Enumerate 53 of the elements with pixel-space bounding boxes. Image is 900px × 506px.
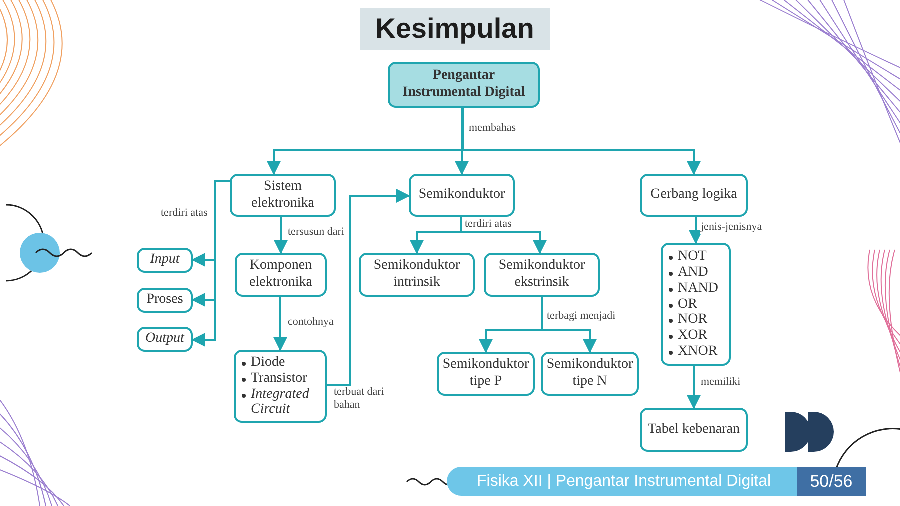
node-label: Semikonduktor ekstrinsik [498, 258, 586, 292]
arrow [455, 108, 469, 176]
list-item: Integrated Circuit [251, 386, 310, 418]
edge-label: terbagi menjadi [546, 310, 617, 324]
concept-box [640, 174, 748, 217]
list-item: Transistor [251, 370, 308, 386]
concept-box [640, 408, 748, 452]
arrow [327, 189, 410, 386]
node-label: Gerbang logika [650, 187, 738, 204]
list-item: NOT [678, 248, 707, 265]
list-box [234, 350, 327, 423]
node-label: Sistem elektronika [250, 178, 316, 212]
concept-box [409, 174, 515, 217]
page-number: 50/56 [797, 467, 866, 496]
concept-box [137, 327, 193, 352]
node-label: Output [146, 331, 184, 348]
concept-box [359, 253, 475, 297]
node-label: Pengantar Instrumental Digital [402, 68, 526, 102]
list-item: OR [678, 296, 698, 312]
concept-box [137, 248, 193, 273]
arrow [687, 366, 701, 410]
node-label: Semikonduktor [418, 187, 506, 204]
node-label: Tabel kebenaran [648, 422, 740, 438]
concept-box [437, 352, 535, 396]
arrow [192, 180, 230, 347]
footer-bar: Fisika XII | Pengantar Instrumental Digital [447, 467, 797, 496]
node-label: Semikonduktor tipe N [546, 357, 634, 391]
edge-label: contohnya [287, 316, 335, 330]
slide-title: Kesimpulan [360, 8, 550, 50]
list-item: Diode [251, 354, 286, 371]
arrow [462, 108, 701, 176]
arrow [274, 217, 288, 254]
concept-box [235, 253, 327, 297]
list-item: AND [678, 264, 708, 281]
list-box [661, 243, 731, 366]
list-item: NAND [678, 280, 718, 297]
arrow [689, 217, 703, 244]
list-item: XOR [678, 328, 708, 344]
list-item: NOR [678, 312, 708, 328]
list-item: XNOR [678, 344, 718, 360]
edge-label: jenis-jenisnya [700, 221, 764, 234]
arrow [541, 297, 597, 354]
topic-box [388, 62, 540, 108]
concept-box [230, 174, 336, 217]
concept-box [541, 352, 639, 396]
node-label: Proses [146, 292, 184, 309]
node-label: Komponen elektronika [248, 258, 314, 292]
node-label: Input [150, 252, 180, 269]
concept-box [137, 288, 193, 313]
node-label: Semikonduktor intrinsik [372, 258, 462, 292]
node-label: Semikonduktor tipe P [442, 357, 530, 391]
arrow [274, 297, 288, 352]
concept-box [484, 253, 600, 297]
